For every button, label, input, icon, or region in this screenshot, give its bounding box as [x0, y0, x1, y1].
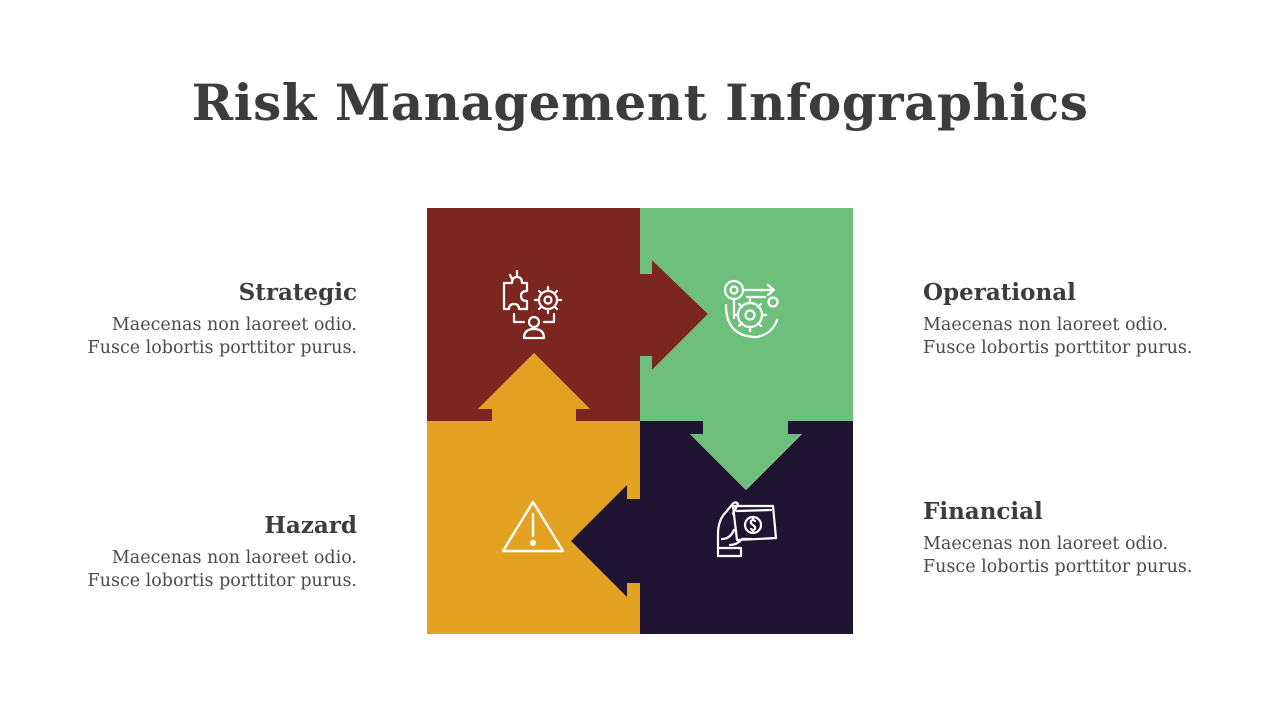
financial-heading: Financial [923, 498, 1043, 525]
operational-desc-line2: Fusce lobortis porttitor purus. [923, 338, 1193, 358]
financial-label: Financial Maecenas non laoreet odio. Fus… [923, 497, 1263, 579]
operational-label: Operational Maecenas non laoreet odio. F… [923, 278, 1263, 360]
operational-heading: Operational [923, 279, 1076, 306]
financial-desc-line2: Fusce lobortis porttitor purus. [923, 557, 1193, 577]
hazard-segment [427, 353, 640, 634]
hazard-label: Hazard Maecenas non laoreet odio. Fusce … [17, 511, 357, 593]
gears-process-icon [723, 279, 779, 339]
warning-triangle-icon [501, 500, 565, 553]
financial-desc-line1: Maecenas non laoreet odio. [923, 534, 1169, 554]
puzzle-gears-person-icon [502, 269, 563, 340]
strategic-description: Maecenas non laoreet odio. Fusce loborti… [17, 314, 357, 360]
hazard-desc-line2: Fusce lobortis porttitor purus. [87, 571, 357, 591]
strategic-heading: Strategic [238, 279, 357, 306]
financial-description: Maecenas non laoreet odio. Fusce loborti… [923, 533, 1263, 579]
money-hand-icon [716, 501, 778, 558]
hazard-description: Maecenas non laoreet odio. Fusce loborti… [17, 547, 357, 593]
strategic-segment [427, 208, 708, 421]
strategic-label: Strategic Maecenas non laoreet odio. Fus… [17, 278, 357, 360]
page-title: Risk Management Infographics [191, 73, 1089, 132]
operational-segment [640, 208, 853, 490]
financial-segment [571, 421, 853, 634]
operational-description: Maecenas non laoreet odio. Fusce loborti… [923, 314, 1263, 360]
operational-desc-line1: Maecenas non laoreet odio. [923, 315, 1169, 335]
hazard-desc-line1: Maecenas non laoreet odio. [111, 548, 357, 568]
hazard-heading: Hazard [264, 512, 357, 539]
strategic-desc-line2: Fusce lobortis porttitor purus. [87, 338, 357, 358]
strategic-desc-line1: Maecenas non laoreet odio. [111, 315, 357, 335]
